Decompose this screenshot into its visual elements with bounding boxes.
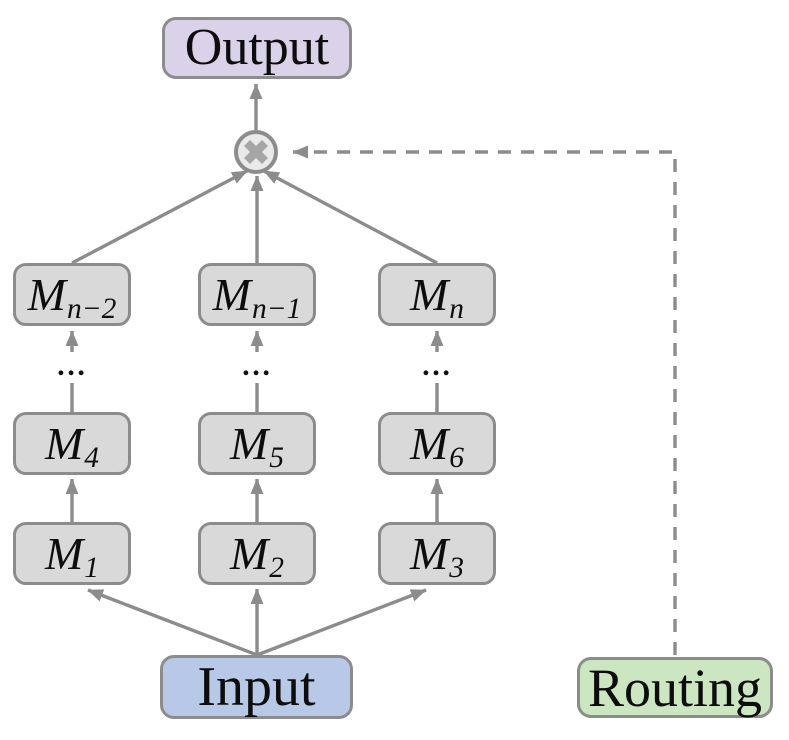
node-m2: M2 [198, 522, 316, 585]
multiply-icon [234, 130, 278, 174]
model-label: M5 [229, 417, 285, 474]
node-m-n-1: Mn−1 [198, 263, 316, 326]
node-m5: M5 [198, 412, 316, 475]
model-label: M3 [409, 527, 465, 584]
edge-routing-to-combine [292, 145, 677, 655]
input-label: Input [197, 656, 316, 718]
node-input: Input [160, 655, 353, 719]
ellipsis-left: … [56, 349, 88, 382]
node-m3: M3 [378, 522, 496, 585]
model-label: Mn−1 [212, 268, 302, 325]
model-label: Mn [409, 268, 465, 325]
node-m-n: Mn [378, 263, 496, 326]
output-label: Output [184, 19, 330, 76]
model-label: M4 [44, 417, 100, 474]
routing-label: Routing [587, 657, 763, 718]
node-m1: M1 [13, 522, 131, 585]
node-m-n-2: Mn−2 [13, 263, 131, 326]
model-label: M6 [409, 417, 465, 474]
model-label: M1 [44, 527, 100, 584]
model-label: Mn−2 [27, 268, 117, 325]
node-output: Output [162, 17, 352, 79]
node-m6: M6 [378, 412, 496, 475]
edge-mn-to-combine [263, 169, 438, 265]
model-label: M2 [229, 527, 285, 584]
edge-input-to-m3 [256, 588, 427, 657]
edge-input-to-m1 [87, 588, 258, 657]
node-m4: M4 [13, 412, 131, 475]
edge-mn2-to-combine [71, 169, 248, 265]
ellipsis-right: … [421, 349, 453, 382]
ellipsis-center: … [241, 349, 273, 382]
node-routing: Routing [577, 657, 773, 718]
